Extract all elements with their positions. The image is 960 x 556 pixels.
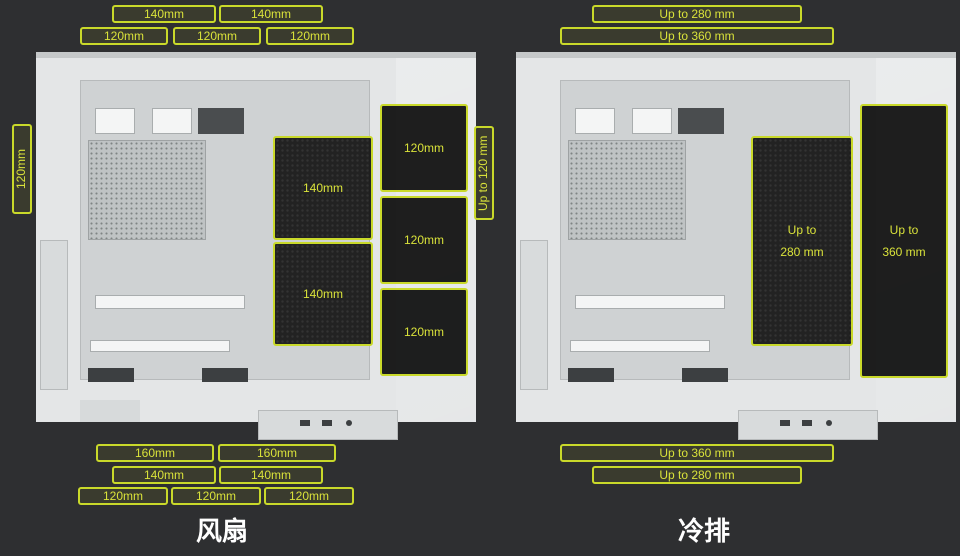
left-top-120-2: 120mm — [173, 27, 261, 45]
left-bottom-140-1: 140mm — [112, 466, 216, 484]
left-bottom-140-2: 140mm — [219, 466, 323, 484]
left-side-fan-zone-120-3-label: 120mm — [403, 325, 444, 339]
right-case-audio-jack — [826, 420, 832, 426]
left-case-cutout-1 — [95, 108, 135, 134]
right-side-radiator-line-1: Up to — [889, 223, 919, 237]
left-top-140-2: 140mm — [219, 5, 323, 23]
left-front-fan-zone-140-2: 140mm — [273, 242, 373, 346]
left-side-fan-zone-120-2-label: 120mm — [403, 233, 444, 247]
left-bottom-160-2: 160mm — [218, 444, 336, 462]
left-side-fan-zone-120-3: 120mm — [380, 288, 468, 376]
right-case-cutout-2 — [632, 108, 672, 134]
right-case-usb-port-1 — [780, 420, 790, 426]
left-case-cpu-grille — [88, 140, 206, 240]
left-case-foot-left — [80, 400, 140, 422]
right-case-bottom-vent-1 — [568, 368, 614, 382]
left-side-120-label: 120mm — [12, 124, 32, 214]
right-side-radiator-zone-360: Up to 360 mm — [860, 104, 948, 378]
right-case-bottom-vent-2 — [682, 368, 728, 382]
left-case-usb-port-1 — [300, 420, 310, 426]
right-case-usb-port-2 — [802, 420, 812, 426]
left-case-top-strip — [36, 52, 476, 58]
right-bottom-up-to-360: Up to 360 mm — [560, 444, 834, 462]
right-case-cutout-1 — [575, 108, 615, 134]
right-case-cpu-grille — [568, 140, 686, 240]
right-side-radiator-line-2: 360 mm — [882, 245, 926, 259]
left-top-140-1: 140mm — [112, 5, 216, 23]
left-bottom-120-3: 120mm — [264, 487, 354, 505]
right-case-pcie-slots — [520, 240, 548, 390]
left-front-fan-zone-140-1: 140mm — [273, 136, 373, 240]
right-side-up-to-120-label: Up to 120 mm — [474, 126, 494, 220]
left-bottom-160-1: 160mm — [96, 444, 214, 462]
right-front-radiator-line-2: 280 mm — [780, 245, 824, 259]
right-caption: 冷排 — [678, 516, 731, 546]
left-case-cutout-3 — [198, 108, 244, 134]
left-side-fan-zone-120-1-label: 120mm — [403, 141, 444, 155]
right-top-up-to-280: Up to 280 mm — [592, 5, 802, 23]
left-bottom-120-1: 120mm — [78, 487, 168, 505]
left-bottom-120-2: 120mm — [171, 487, 261, 505]
right-top-up-to-360: Up to 360 mm — [560, 27, 834, 45]
left-case-cable-slot-1 — [95, 295, 245, 309]
right-front-radiator-zone-280: Up to 280 mm — [751, 136, 853, 346]
left-case-bottom-vent-2 — [202, 368, 248, 382]
left-case-cutout-2 — [152, 108, 192, 134]
left-case-usb-port-2 — [322, 420, 332, 426]
right-case-cable-slot-1 — [575, 295, 725, 309]
left-case-audio-jack — [346, 420, 352, 426]
left-top-120-1: 120mm — [80, 27, 168, 45]
left-case-bottom-vent-1 — [88, 368, 134, 382]
right-case-cable-slot-2 — [570, 340, 710, 352]
left-front-fan-zone-140-2-label: 140mm — [302, 287, 343, 301]
right-case-cutout-3 — [678, 108, 724, 134]
left-case-pcie-slots — [40, 240, 68, 390]
right-case-top-strip — [516, 52, 956, 58]
left-side-fan-zone-120-2: 120mm — [380, 196, 468, 284]
left-case-cable-slot-2 — [90, 340, 230, 352]
left-front-fan-zone-140-1-label: 140mm — [302, 181, 343, 195]
right-front-radiator-line-1: Up to — [787, 223, 817, 237]
right-bottom-up-to-280: Up to 280 mm — [592, 466, 802, 484]
left-top-120-3: 120mm — [266, 27, 354, 45]
left-caption: 风扇 — [196, 516, 249, 546]
left-side-fan-zone-120-1: 120mm — [380, 104, 468, 192]
